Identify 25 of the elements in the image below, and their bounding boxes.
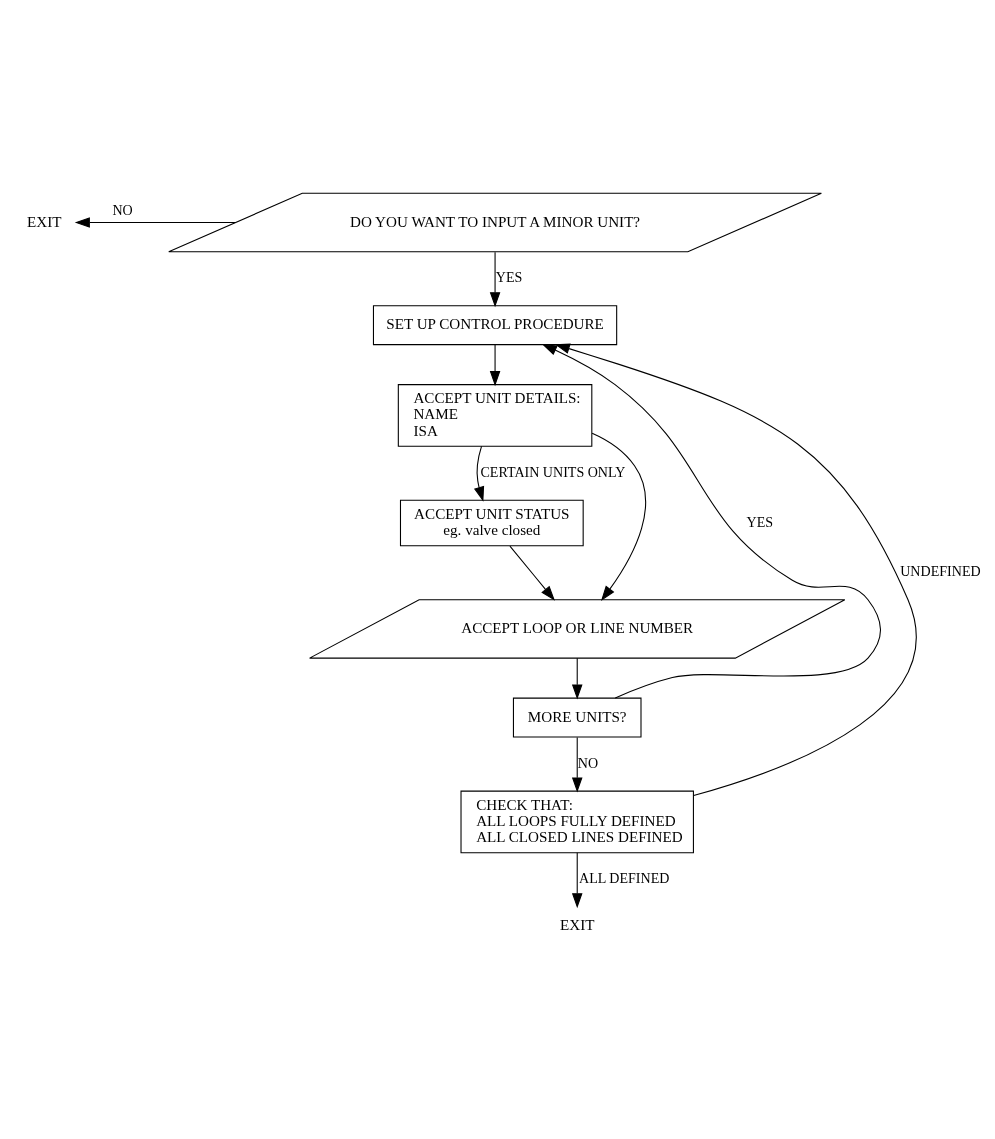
arrow	[473, 445, 485, 502]
arrow	[571, 852, 583, 909]
edge-label: YES	[746, 513, 774, 530]
node-box: ACCEPT UNIT STATUS eg. valve closed	[399, 499, 584, 547]
node-box: MORE UNITS?	[512, 697, 642, 738]
edge-label: UNDEFINED	[900, 563, 981, 580]
node-box: SET UP CONTROL PROCEDURE	[372, 305, 618, 346]
node-box: ACCEPT UNIT DETAILS: NAME ISA	[397, 384, 593, 447]
edge-label: YES	[495, 269, 523, 286]
node-text: EXIT	[27, 213, 62, 230]
edge-label: NO	[112, 202, 133, 219]
arrow	[489, 344, 501, 387]
arrow	[74, 217, 236, 228]
arrow	[489, 251, 501, 308]
node-text: EXIT	[560, 917, 595, 934]
arrow	[554, 343, 916, 797]
edge-label: NO	[577, 754, 599, 771]
edge-label: CERTAIN UNITS ONLY	[480, 463, 626, 480]
edge-label: ALL DEFINED	[579, 870, 670, 887]
arrow	[571, 657, 583, 700]
arrow	[591, 432, 647, 601]
arrow	[509, 545, 555, 601]
arrow	[571, 736, 583, 793]
node-box: CHECK THAT: ALL LOOPS FULLY DEFINED ALL CLOSED LINES DEFINED	[460, 790, 694, 854]
arrow	[541, 344, 882, 699]
